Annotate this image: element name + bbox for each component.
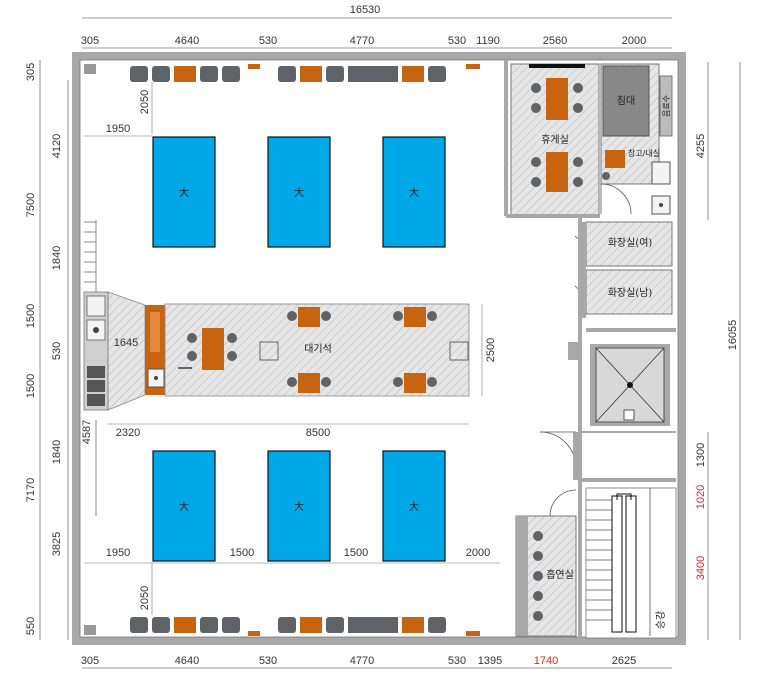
svg-text:4587: 4587: [81, 420, 93, 444]
svg-text:3825: 3825: [51, 532, 63, 556]
bed-storage-room: 침대 창고/내실 음료수: [600, 63, 673, 215]
svg-text:530: 530: [448, 35, 466, 47]
storage-label: 창고/내실: [628, 148, 660, 158]
restroom-female-label: 화장실(여): [608, 237, 653, 249]
svg-text:1500: 1500: [344, 547, 368, 559]
svg-text:2000: 2000: [622, 35, 646, 47]
svg-text:1950: 1950: [106, 547, 130, 559]
top-interior-dims: 2050 1950: [84, 82, 153, 137]
bottom-tables: 大 大 大: [152, 450, 446, 562]
svg-text:大: 大: [179, 186, 189, 199]
right-dimensions: 16055 4255 1300 1020 3400: [695, 62, 741, 640]
left-dimensions: 305 7500 1500 1500 7170 550 4120 1840 53…: [25, 60, 69, 640]
svg-text:2000: 2000: [466, 547, 490, 559]
svg-text:1395: 1395: [478, 655, 502, 667]
svg-text:大: 大: [409, 500, 419, 513]
outer-walls: [72, 52, 686, 645]
table-top-1: [152, 136, 216, 248]
lounge-label: 휴게실: [541, 134, 569, 146]
svg-text:550: 550: [25, 617, 37, 635]
svg-text:1500: 1500: [25, 304, 37, 328]
table-bottom-1: [152, 450, 216, 562]
svg-text:大: 大: [294, 186, 304, 199]
bottom-dimensions: 305 4640 530 4770 530 1395 1740 2625: [81, 655, 672, 669]
svg-text:2320: 2320: [116, 427, 140, 439]
smoking-room: 흡연실: [515, 489, 577, 637]
bed-label: 침대: [617, 95, 635, 107]
top-tables: 大 大 大: [152, 136, 446, 248]
elevator: [568, 342, 670, 426]
svg-text:1500: 1500: [230, 547, 254, 559]
svg-text:4120: 4120: [51, 134, 63, 158]
stair-door: [539, 431, 579, 480]
partition-walls: [504, 60, 676, 640]
table-bottom-3: [382, 450, 446, 562]
svg-text:8500: 8500: [306, 427, 330, 439]
middle-dims: 2320 8500 4587: [81, 420, 469, 444]
svg-text:305: 305: [25, 63, 37, 81]
svg-text:1020: 1020: [695, 485, 707, 509]
svg-text:530: 530: [259, 35, 277, 47]
svg-text:530: 530: [448, 655, 466, 667]
svg-text:1300: 1300: [695, 443, 707, 467]
waiting-label: 대기석: [304, 343, 332, 355]
svg-text:2625: 2625: [612, 655, 636, 667]
svg-text:2560: 2560: [543, 35, 567, 47]
svg-text:1950: 1950: [106, 123, 130, 135]
svg-text:4640: 4640: [175, 35, 199, 47]
stairs: 승강: [585, 487, 677, 639]
left-window: [84, 220, 97, 516]
svg-text:4770: 4770: [350, 655, 374, 667]
svg-text:大: 大: [179, 500, 189, 513]
svg-text:7500: 7500: [25, 193, 37, 217]
svg-text:7170: 7170: [25, 478, 37, 502]
water-label: 음료수: [662, 95, 671, 117]
svg-text:大: 大: [294, 500, 304, 513]
svg-text:305: 305: [81, 35, 99, 47]
smoking-label: 흡연실: [546, 568, 574, 581]
svg-text:530: 530: [51, 342, 63, 360]
svg-text:2050: 2050: [139, 90, 151, 114]
top-seating-row: [84, 64, 480, 82]
svg-text:大: 大: [409, 186, 419, 199]
svg-text:3400: 3400: [695, 556, 707, 580]
svg-text:4640: 4640: [175, 655, 199, 667]
svg-text:4255: 4255: [695, 134, 707, 158]
svg-text:1645: 1645: [114, 337, 138, 349]
svg-text:530: 530: [259, 655, 277, 667]
svg-text:1840: 1840: [51, 246, 63, 270]
svg-text:2500: 2500: [485, 338, 497, 362]
bottom-seating-row: [84, 617, 480, 636]
svg-text:4770: 4770: [350, 35, 374, 47]
lounge-room: 휴게실: [510, 63, 600, 217]
svg-text:1190: 1190: [476, 35, 500, 47]
top-dimensions: 16530 305 4640 530 4770 530 1190 2560 20…: [81, 4, 672, 49]
table-top-2: [267, 136, 331, 248]
bottom-interior-dims: 1950 1500 1500 2000 2050: [84, 547, 500, 615]
table-top-3: [382, 136, 446, 248]
restrooms: 화장실(여) 화장실(남): [574, 221, 673, 318]
restroom-male-label: 화장실(남): [608, 287, 653, 299]
waiting-area: 대기석 1645 2500: [83, 291, 497, 411]
svg-text:1740: 1740: [534, 655, 558, 667]
svg-text:1500: 1500: [25, 374, 37, 398]
top-total-dim: 16530: [350, 4, 381, 16]
stairs-label: 승강: [655, 611, 667, 629]
table-bottom-2: [267, 450, 331, 562]
svg-text:16055: 16055: [727, 320, 739, 351]
svg-text:1840: 1840: [51, 440, 63, 464]
svg-text:305: 305: [81, 655, 99, 667]
svg-text:2050: 2050: [139, 586, 151, 610]
